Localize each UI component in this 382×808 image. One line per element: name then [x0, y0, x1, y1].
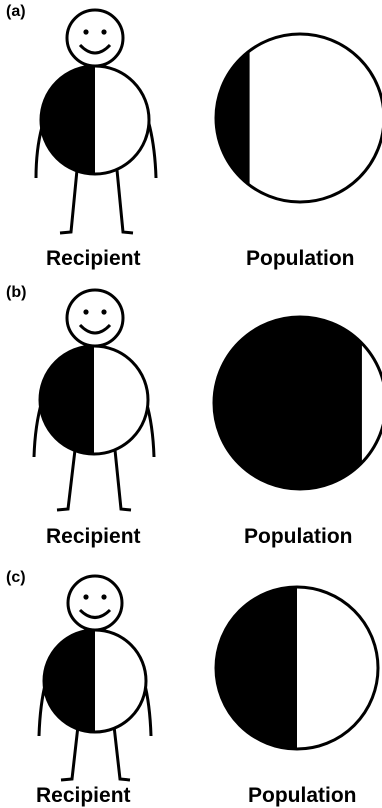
- right-eye: [101, 29, 107, 35]
- head: [65, 288, 125, 348]
- smile: [78, 323, 112, 335]
- head: [65, 8, 125, 68]
- panel-label: (b): [6, 284, 27, 301]
- panel-a: (a) Recipient Population: [0, 0, 382, 270]
- recipient-label: Recipient: [46, 247, 141, 270]
- disc-outline: [214, 585, 380, 751]
- smile: [78, 43, 112, 55]
- disc-black-area: [41, 66, 95, 174]
- panel-label: (c): [6, 569, 26, 586]
- disc-black-area: [44, 630, 95, 732]
- disc-outline: [214, 32, 382, 204]
- panel-c-figures: [37, 574, 380, 782]
- disc-white-area: [216, 34, 382, 202]
- recipient-body-disc: [38, 344, 150, 456]
- panel-c: (c) Recipient Population: [0, 566, 382, 808]
- recipient-figure: [37, 574, 153, 782]
- right-leg: [113, 449, 132, 512]
- disc-black-area: [214, 317, 362, 489]
- panel-b-figures: [32, 288, 382, 512]
- left-eye: [83, 594, 89, 600]
- recipient-label: Recipient: [36, 784, 131, 807]
- population-disc: [214, 32, 382, 204]
- right-eye: [101, 594, 107, 600]
- left-leg: [56, 449, 77, 512]
- panel-a-figures: [34, 8, 382, 235]
- recipient-figure: [34, 8, 158, 235]
- head: [66, 574, 124, 632]
- disc-outline: [39, 64, 151, 176]
- disc-black-area: [216, 587, 297, 749]
- population-label: Population: [248, 784, 357, 807]
- recipient-figure: [32, 288, 156, 512]
- left-eye: [83, 309, 89, 315]
- right-eye: [101, 309, 107, 315]
- population-label: Population: [246, 247, 355, 270]
- left-leg: [60, 725, 80, 782]
- population-disc: [212, 315, 382, 491]
- recipient-body-disc: [42, 628, 148, 734]
- right-leg: [112, 725, 131, 782]
- left-leg: [59, 169, 79, 235]
- left-eye: [83, 29, 89, 35]
- population-label: Population: [244, 525, 353, 548]
- recipient-body-disc: [39, 64, 151, 176]
- right-leg: [115, 169, 134, 235]
- recipient-label: Recipient: [46, 525, 141, 548]
- disc-outline: [42, 628, 148, 734]
- disc-black-area: [216, 34, 250, 202]
- panel-label: (a): [6, 3, 26, 20]
- disc-outline: [212, 315, 382, 491]
- disc-black-area: [40, 346, 94, 454]
- disc-outline: [38, 344, 150, 456]
- panel-b: (b) Recipient Population: [0, 283, 382, 553]
- smile: [78, 608, 112, 619]
- population-disc: [214, 585, 380, 751]
